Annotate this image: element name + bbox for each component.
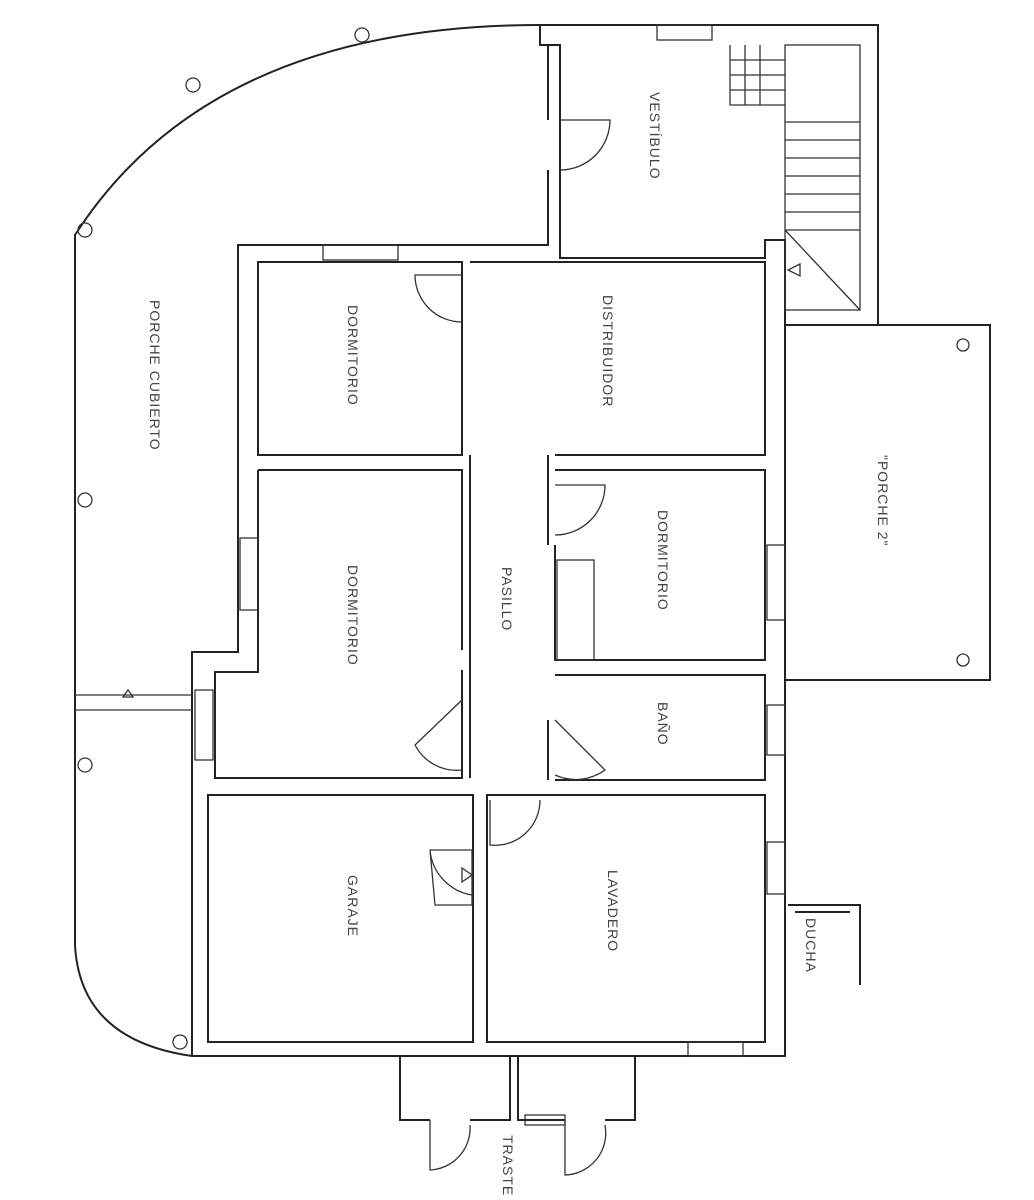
label-bano: BAÑO <box>655 702 671 746</box>
porche-2-outline <box>785 324 991 681</box>
label-distribuidor: DISTRIBUIDOR <box>600 295 616 407</box>
label-garaje: GARAJE <box>345 875 361 937</box>
doors <box>75 119 611 1176</box>
label-ducha: DUCHA <box>803 918 819 973</box>
label-dormitorio-3: DORMITORIO <box>655 510 671 611</box>
porche-cubierto-outline <box>74 24 541 1057</box>
label-porche-2: "PORCHE 2" <box>875 455 891 547</box>
label-lavadero: LAVADERO <box>605 870 621 952</box>
staircase <box>729 44 861 311</box>
label-pasillo: PASILLO <box>499 567 515 631</box>
label-vestibulo: VESTÍBULO <box>647 92 663 180</box>
porch-columns <box>77 27 970 1050</box>
label-porche-cubierto: PORCHE CUBIERTO <box>147 300 163 451</box>
label-dormitorio-2: DORMITORIO <box>345 565 361 666</box>
label-dormitorio-1: DORMITORIO <box>345 305 361 406</box>
outer-walls <box>191 24 991 1121</box>
windows <box>194 24 786 1126</box>
label-trastero: TRASTE <box>500 1135 516 1196</box>
